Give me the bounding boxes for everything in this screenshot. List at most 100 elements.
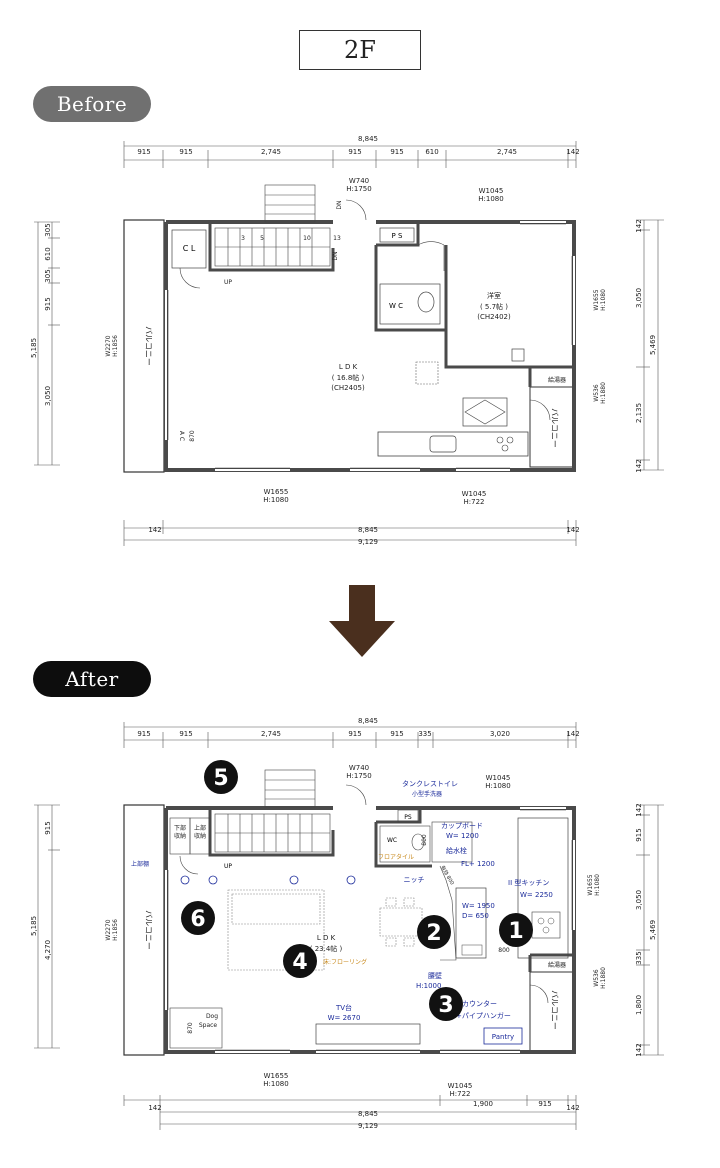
before-ac-label: A C xyxy=(178,431,185,441)
before-kitchen-counter xyxy=(377,431,529,457)
after-ps-label: PS xyxy=(404,814,412,821)
before-up-label: UP xyxy=(224,279,232,286)
after-space-label: Space xyxy=(199,1022,218,1029)
before-win-top-right-h: H:1080 xyxy=(478,195,503,203)
after-win-right1-h: H:1080 xyxy=(594,874,601,896)
before-dim-left-total: 5,185 xyxy=(30,338,38,358)
after-win-right2: W536 xyxy=(593,969,600,987)
svg-text:1: 1 xyxy=(508,919,523,944)
after-dim-right-4: 335 xyxy=(635,951,643,964)
after-dim-bottom-4: 142 xyxy=(566,1104,579,1112)
before-dim-right-2: 3,050 xyxy=(635,288,643,308)
after-dim-right-6: 142 xyxy=(635,1043,643,1056)
before-ldk-label: L D K xyxy=(339,363,358,371)
before-stair-num-4: 13 xyxy=(333,235,341,242)
after-dim-right-2: 915 xyxy=(635,828,643,841)
before-cl-label: C L xyxy=(183,244,196,253)
light-icon-4 xyxy=(346,875,356,885)
before-ps-label: P S xyxy=(392,232,403,240)
before-yoshitsu-ch: (CH2402) xyxy=(477,313,511,321)
floor-title: 2F xyxy=(299,30,421,70)
before-sink-icon xyxy=(429,435,457,453)
after-win-bottom-left: W1655 xyxy=(264,1072,289,1080)
after-dim-left-1: 915 xyxy=(44,821,52,834)
after-toilet-icon xyxy=(411,833,425,851)
before-dn-label: DN xyxy=(336,200,343,209)
before-dim-top-3: 2,745 xyxy=(261,148,281,156)
before-burner-icon-1 xyxy=(496,436,504,444)
before-dim-right-total: 5,469 xyxy=(649,335,657,355)
before-stair-num-2: 5 xyxy=(260,235,264,242)
after-dog-space xyxy=(169,1007,223,1049)
svg-text:2: 2 xyxy=(426,921,441,946)
after-dim-right-5: 1,800 xyxy=(635,995,643,1015)
after-balcony-left-label: バルコニー xyxy=(144,910,153,950)
before-balcony-left xyxy=(123,219,165,473)
before-dim-right-3: 2,135 xyxy=(635,403,643,423)
after-dim-right-total: 5,469 xyxy=(649,920,657,940)
before-win-left-h: H:1856 xyxy=(112,335,119,357)
marker-2: 2 xyxy=(417,915,451,949)
after-ldk-label: L D K xyxy=(317,934,336,942)
svg-text:6: 6 xyxy=(190,907,205,932)
before-dim-left-1: 305 xyxy=(44,223,52,236)
after-up-label: UP xyxy=(224,863,232,870)
before-dim-top-5: 915 xyxy=(390,148,403,156)
svg-text:5: 5 xyxy=(213,766,228,791)
after-dim-bottom-total: 9,129 xyxy=(358,1122,378,1130)
before-stair-num-3: 10 xyxy=(303,235,311,242)
svg-text:4: 4 xyxy=(292,950,307,975)
after-dim-bottom-3: 915 xyxy=(538,1100,551,1108)
light-icon-2 xyxy=(208,875,218,885)
before-dim-top-1: 915 xyxy=(137,148,150,156)
after-dim-bottom-mid: 8,845 xyxy=(358,1110,378,1118)
before-closet xyxy=(171,229,207,269)
before-win-top-right: W1045 xyxy=(479,187,504,195)
after-koshikabe-h: H:1000 xyxy=(416,982,441,990)
after-dim800: 800 xyxy=(498,947,510,954)
before-ldk-size: ( 16.8帖 ) xyxy=(332,373,365,382)
after-water-tap-label: 給水栓 xyxy=(446,846,467,855)
after-tank-toilet-label: タンクレストイレ xyxy=(402,779,458,788)
after-wc-label: WC xyxy=(387,837,397,844)
after-dim-top-6: 335 xyxy=(418,730,431,738)
before-dim-left-4: 915 xyxy=(44,297,52,310)
after-sofa xyxy=(231,893,321,925)
after-kitchen-w: W= 2250 xyxy=(520,891,553,899)
before-stairs xyxy=(214,184,331,267)
before-badge: Before xyxy=(33,86,151,122)
before-dim-top-7: 2,745 xyxy=(497,148,517,156)
after-dim-top-total: 8,845 xyxy=(358,717,378,725)
after-dim-top-4: 915 xyxy=(348,730,361,738)
light-icon-3 xyxy=(289,875,299,885)
after-ldk-size: ( 23.4帖 ) xyxy=(310,944,343,953)
after-win-right1: W1655 xyxy=(587,874,594,895)
before-dim-bottom-3: 142 xyxy=(566,526,579,534)
after-dim-left-2: 4,270 xyxy=(44,940,52,960)
after-floor-plan: 915 915 2,745 915 915 335 3,020 142 8,84… xyxy=(30,717,664,1130)
after-dim-top-7: 3,020 xyxy=(490,730,510,738)
down-arrow-icon xyxy=(329,585,395,657)
after-rug xyxy=(227,889,325,971)
before-ps xyxy=(379,227,415,243)
before-burner-icon-3 xyxy=(501,444,509,452)
after-koshikabe-label: 腰壁 xyxy=(428,971,442,980)
after-dim-bottom-2: 1,900 xyxy=(473,1100,493,1108)
marker-5: 5 xyxy=(204,760,238,794)
after-kitchen-counter xyxy=(517,817,569,959)
after-dining-table xyxy=(379,907,423,937)
before-dim-bottom-total: 9,129 xyxy=(358,538,378,546)
after-floor-label: 床:フローリング xyxy=(323,958,367,966)
after-storage-upper xyxy=(189,817,211,855)
after-dog-label: Dog xyxy=(206,1013,218,1020)
before-balcony-left-label: バルコニー xyxy=(144,326,153,366)
after-kyutoki-label: 給湯器 xyxy=(548,961,566,969)
before-dim-left-3: 305 xyxy=(44,269,52,282)
before-dim-bottom-1: 142 xyxy=(148,526,161,534)
after-dim-right-1: 142 xyxy=(635,803,643,816)
after-cooktop-icon xyxy=(531,911,561,939)
after-dim-right-3: 3,050 xyxy=(635,890,643,910)
before-win-stair: W740 xyxy=(349,177,369,185)
svg-text:3: 3 xyxy=(438,993,453,1018)
after-stairs xyxy=(214,769,331,853)
